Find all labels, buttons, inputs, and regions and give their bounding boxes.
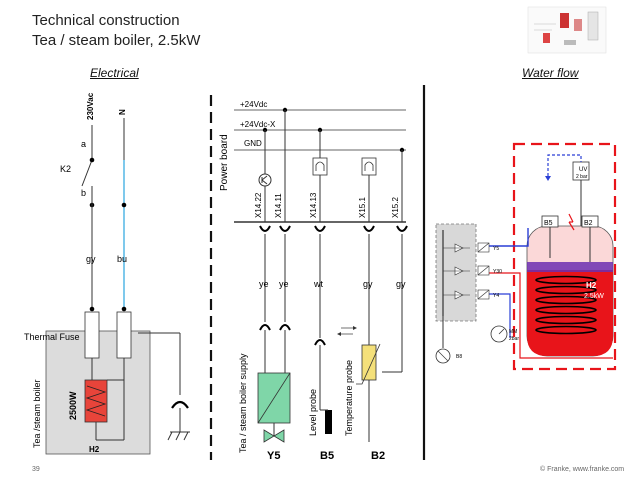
rail-label-1: +24Vdc-X [240, 120, 276, 129]
outlet-pipe [489, 272, 613, 359]
valve-row-1 [443, 242, 490, 253]
connector-labels: X14.22 X14.11 X14.13 X15.1 X15.2 [254, 192, 400, 218]
manometer-sub-label: 2bar [509, 336, 519, 342]
wire-color-1: ye [279, 279, 289, 289]
connector-label-2: X14.13 [309, 192, 318, 218]
rail-label-2: GND [244, 139, 262, 148]
probe-b2-label: B2 [584, 220, 593, 227]
plug-connectors [259, 225, 408, 232]
neutral-label: N [118, 109, 127, 115]
wire-bu-label: bu [117, 254, 127, 264]
temp-source-symbol [361, 157, 377, 176]
thermal-fuse-1 [84, 311, 100, 359]
boiler-heater-id: H2 [586, 281, 597, 290]
earth-connector [171, 400, 189, 409]
voltage-label: 230Vac [86, 92, 95, 120]
inlet-pipe [489, 228, 529, 247]
temp-probe-label: Temperature probe [344, 360, 354, 436]
uv-sub-label: 2 bar [576, 174, 588, 180]
id-y5: Y5 [267, 450, 280, 462]
neutral-dot [121, 202, 127, 208]
page-subtitle: Tea / steam boiler, 2.5kW [32, 32, 201, 49]
valve-label-y5: Y5 [493, 246, 499, 252]
connector-label-1: X14.11 [274, 193, 283, 218]
section-water-flow: Water flow [522, 66, 579, 80]
copyright: © Franke, www.franke.com [540, 466, 625, 473]
lightning-icon [568, 213, 574, 223]
heater-power-label: 2500W [68, 391, 78, 420]
connector-label-0: X14.22 [254, 192, 263, 218]
valve-plug-1 [259, 324, 271, 331]
contact-a-label: a [81, 139, 86, 149]
thermal-fuse-2 [116, 311, 132, 359]
thumbnail-image [527, 6, 607, 54]
boiler-dashed-frame [512, 142, 617, 371]
thermal-fuse-label: Thermal Fuse [24, 332, 80, 342]
heater-zigzag [85, 385, 107, 417]
contact-b-label: b [81, 188, 86, 198]
pump-label: B8 [456, 354, 462, 360]
valve-label-y4: Y4 [493, 293, 499, 299]
valve-row-2 [443, 265, 490, 276]
wire-gy-label: gy [86, 254, 96, 264]
valve-body-left [263, 429, 275, 443]
rail-label-0: +24Vdc [240, 100, 267, 109]
supply-label: Tea / steam boiler supply [238, 353, 248, 453]
wire-color-labels: ye ye wt gy gy [259, 279, 406, 289]
wire-color-2: wt [313, 279, 323, 289]
contact-a-dot [89, 157, 95, 163]
id-b2: B2 [371, 450, 385, 462]
boiler-heater-coil [535, 275, 597, 335]
temperature-probe [361, 344, 377, 381]
probe-source-symbol [312, 157, 328, 176]
heater-id-label: H2 [89, 445, 100, 454]
uv-label: UV [579, 167, 587, 173]
manometer-label: MM [509, 329, 517, 335]
power-board-label: Power board [219, 134, 230, 191]
level-probe-plug [314, 339, 326, 346]
wire-color-4: gy [396, 279, 406, 289]
boiler-water-level [527, 262, 613, 272]
connector-label-4: X15.2 [391, 197, 400, 218]
level-probe-rod [325, 410, 332, 434]
page-title: Technical construction [32, 12, 180, 29]
transistor-symbol [258, 173, 272, 187]
relay-label: K2 [60, 164, 71, 174]
valve-body-right [273, 429, 285, 443]
steam-line [547, 154, 582, 176]
level-probe-label: Level probe [308, 389, 318, 436]
valve-label-y30: Y30 [493, 269, 502, 275]
id-b5: B5 [320, 450, 334, 462]
switch-k2 [81, 159, 93, 187]
wire-color-3: gy [363, 279, 373, 289]
boiler-label: Tea /steam boiler [32, 379, 42, 448]
page-number: 39 [32, 466, 40, 473]
valve-plug-2 [279, 324, 291, 331]
connector-label-3: X15.1 [358, 197, 367, 218]
probe-b5-label: B5 [544, 220, 553, 227]
wire-color-0: ye [259, 279, 269, 289]
boiler-heater-power: 2.5kW [584, 293, 604, 300]
valve-row-3 [443, 289, 490, 300]
section-electrical: Electrical [90, 66, 139, 80]
